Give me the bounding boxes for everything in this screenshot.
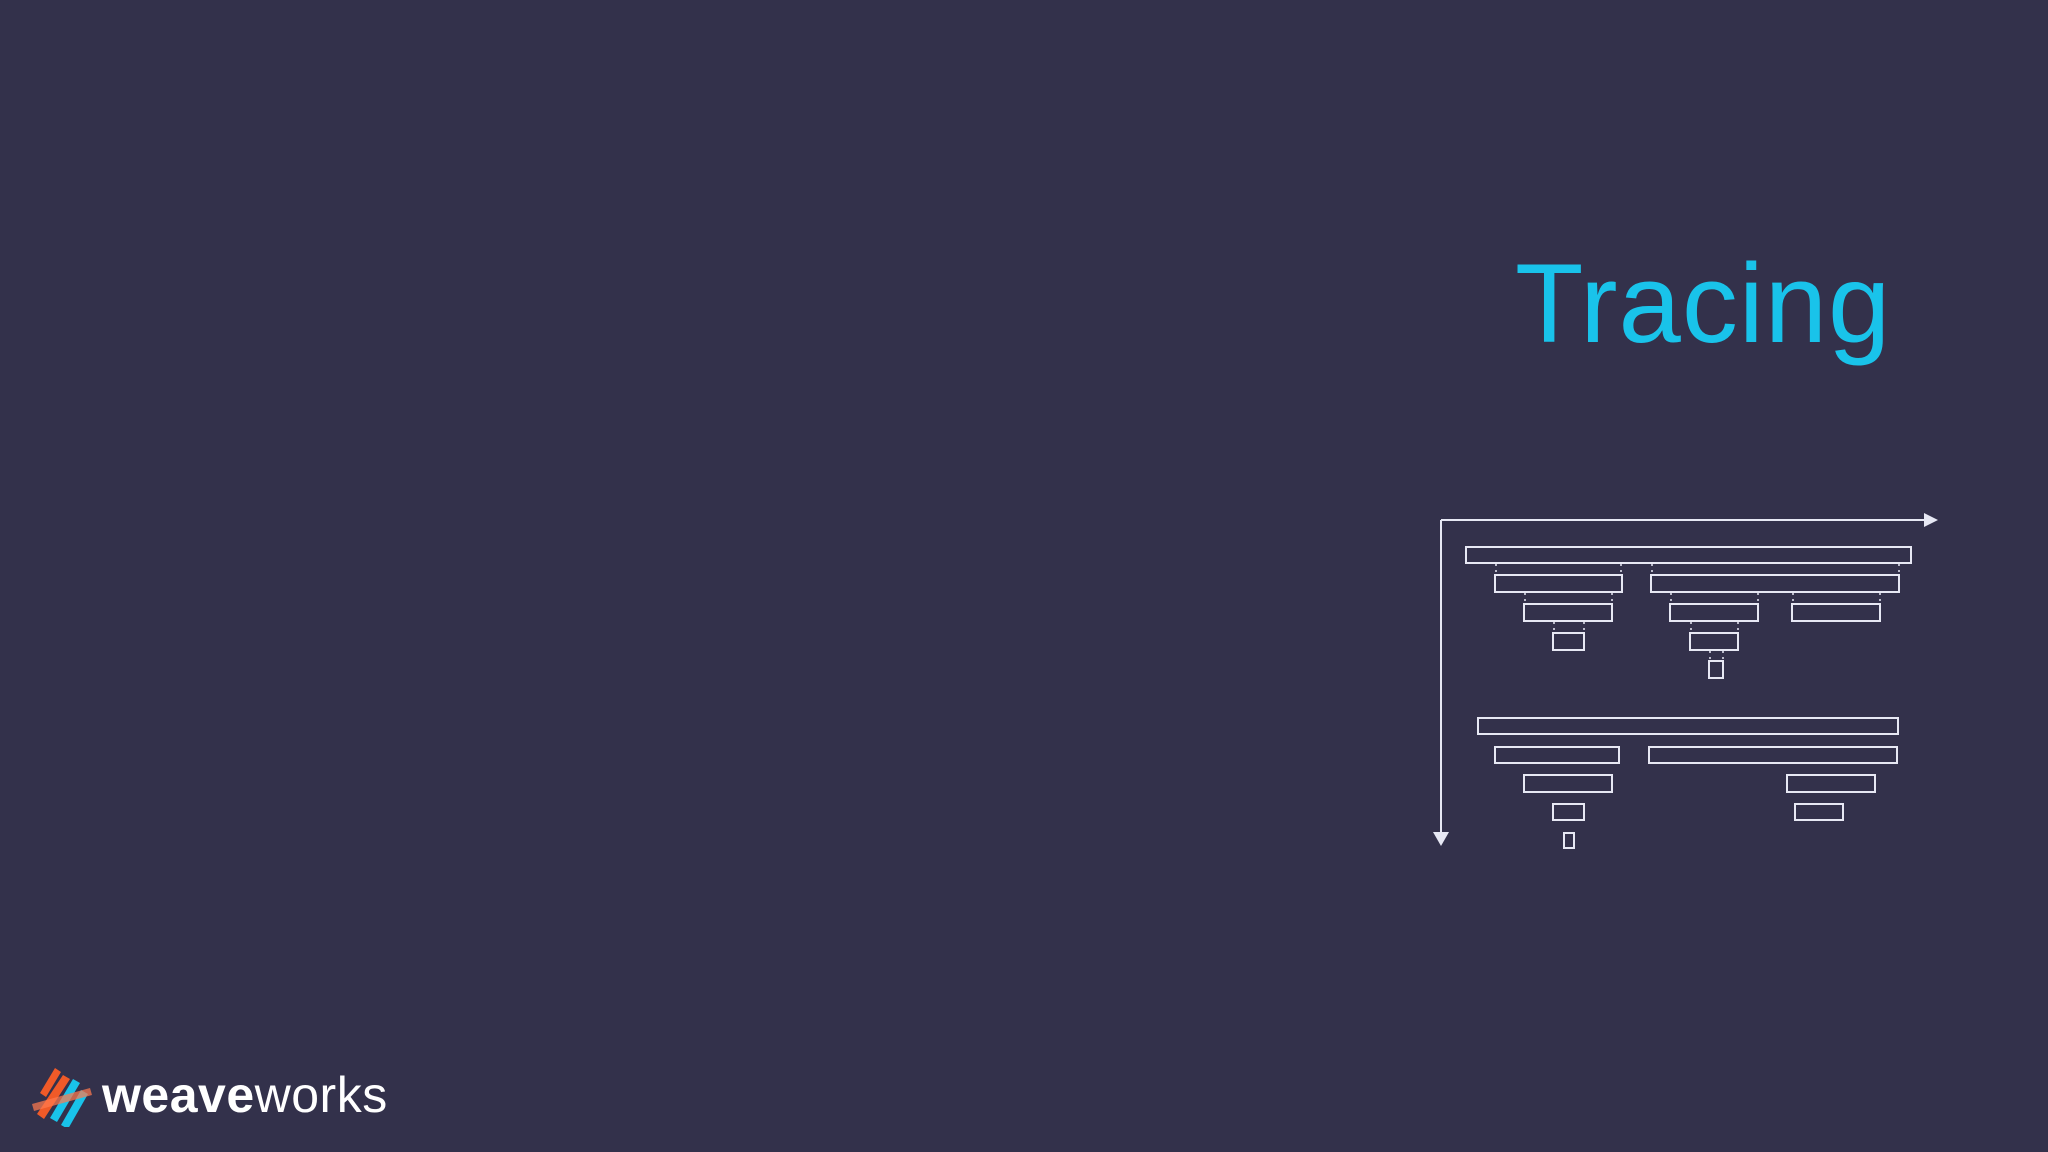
span-level-3-c (1791, 603, 1881, 622)
span-level-5-c (1563, 832, 1575, 849)
span-level-4-c (1552, 803, 1585, 821)
weaveworks-logo: weaveworks (30, 1062, 410, 1128)
trace-group-top (1465, 546, 1912, 679)
span-level-4-b (1689, 632, 1739, 651)
span-level-4-a (1552, 632, 1585, 651)
weaveworks-wordmark: weaveworks (102, 1070, 388, 1120)
trace-group-bottom (1477, 717, 1899, 849)
span-root (1465, 546, 1912, 564)
span-level-3-e (1786, 774, 1876, 793)
diagram-axes (1433, 513, 1938, 846)
span-root-2 (1477, 717, 1899, 735)
span-level-3-d (1523, 774, 1613, 793)
span-level-2-d (1648, 746, 1898, 764)
span-level-3-b (1669, 603, 1759, 622)
span-connectors (1495, 564, 1900, 661)
slide-title: Tracing (1515, 241, 1892, 366)
weaveworks-logo-icon (32, 1068, 92, 1127)
span-level-5-b (1708, 660, 1724, 679)
span-level-2-b (1650, 574, 1900, 593)
wordmark-weave: weave (102, 1067, 255, 1123)
span-level-4-d (1794, 803, 1844, 821)
trace-waterfall-diagram (1433, 513, 1938, 849)
span-level-2-a (1494, 574, 1623, 593)
span-level-2-c (1494, 746, 1620, 764)
time-axis-arrow-icon (1924, 513, 1938, 527)
span-level-3-a (1523, 603, 1613, 622)
depth-axis-arrow-icon (1433, 832, 1449, 846)
wordmark-works: works (254, 1067, 388, 1123)
